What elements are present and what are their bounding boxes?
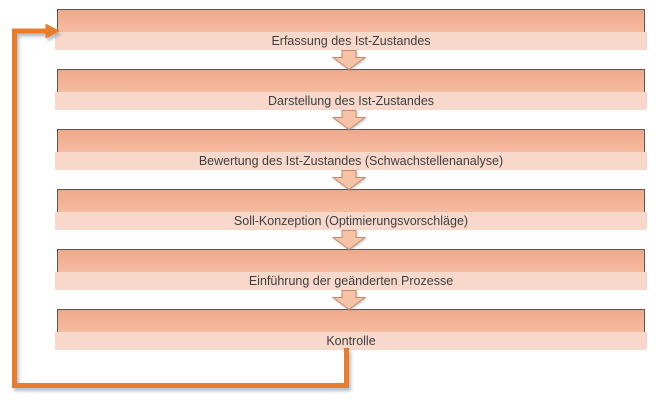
step-label: Darstellung des Ist-Zustandes <box>267 94 435 108</box>
step-label: Bewertung des Ist-Zustandes (Schwachstel… <box>198 154 504 168</box>
step-label-band: Darstellung des Ist-Zustandes <box>55 92 647 110</box>
arrow-down-shape <box>332 170 366 190</box>
step-header-band <box>57 129 645 152</box>
arrow-down-shape <box>332 290 366 310</box>
step-header-band <box>57 189 645 212</box>
arrow-down-icon <box>332 290 366 310</box>
step-label-band: Soll-Konzeption (Optimierungsvorschläge) <box>55 212 647 230</box>
arrow-down-icon <box>332 110 366 130</box>
step-label-band: Einführung der geänderten Prozesse <box>55 272 647 290</box>
step-label: Erfassung des Ist-Zustandes <box>271 34 431 48</box>
step-box-kontrolle: Kontrolle <box>55 309 647 350</box>
arrow-down-icon <box>332 50 366 70</box>
arrow-down-shape <box>332 230 366 250</box>
step-header-band <box>57 309 645 332</box>
step-label: Kontrolle <box>326 334 376 348</box>
step-label-band: Kontrolle <box>55 332 647 350</box>
arrow-down-shape <box>332 50 366 70</box>
step-box-erfassung: Erfassung des Ist-Zustandes <box>55 9 647 50</box>
step-label: Einführung der geänderten Prozesse <box>248 274 454 288</box>
arrow-down-icon <box>332 170 366 190</box>
step-box-soll-konzeption: Soll-Konzeption (Optimierungsvorschläge) <box>55 189 647 230</box>
step-label-band: Erfassung des Ist-Zustandes <box>55 32 647 50</box>
step-box-darstellung: Darstellung des Ist-Zustandes <box>55 69 647 110</box>
arrow-down-icon <box>332 230 366 250</box>
step-box-einfuehrung: Einführung der geänderten Prozesse <box>55 249 647 290</box>
step-label: Soll-Konzeption (Optimierungsvorschläge) <box>233 214 469 228</box>
step-header-band <box>57 9 645 32</box>
step-label-band: Bewertung des Ist-Zustandes (Schwachstel… <box>55 152 647 170</box>
step-header-band <box>57 249 645 272</box>
step-box-bewertung: Bewertung des Ist-Zustandes (Schwachstel… <box>55 129 647 170</box>
arrow-down-shape <box>332 110 366 130</box>
step-header-band <box>57 69 645 92</box>
